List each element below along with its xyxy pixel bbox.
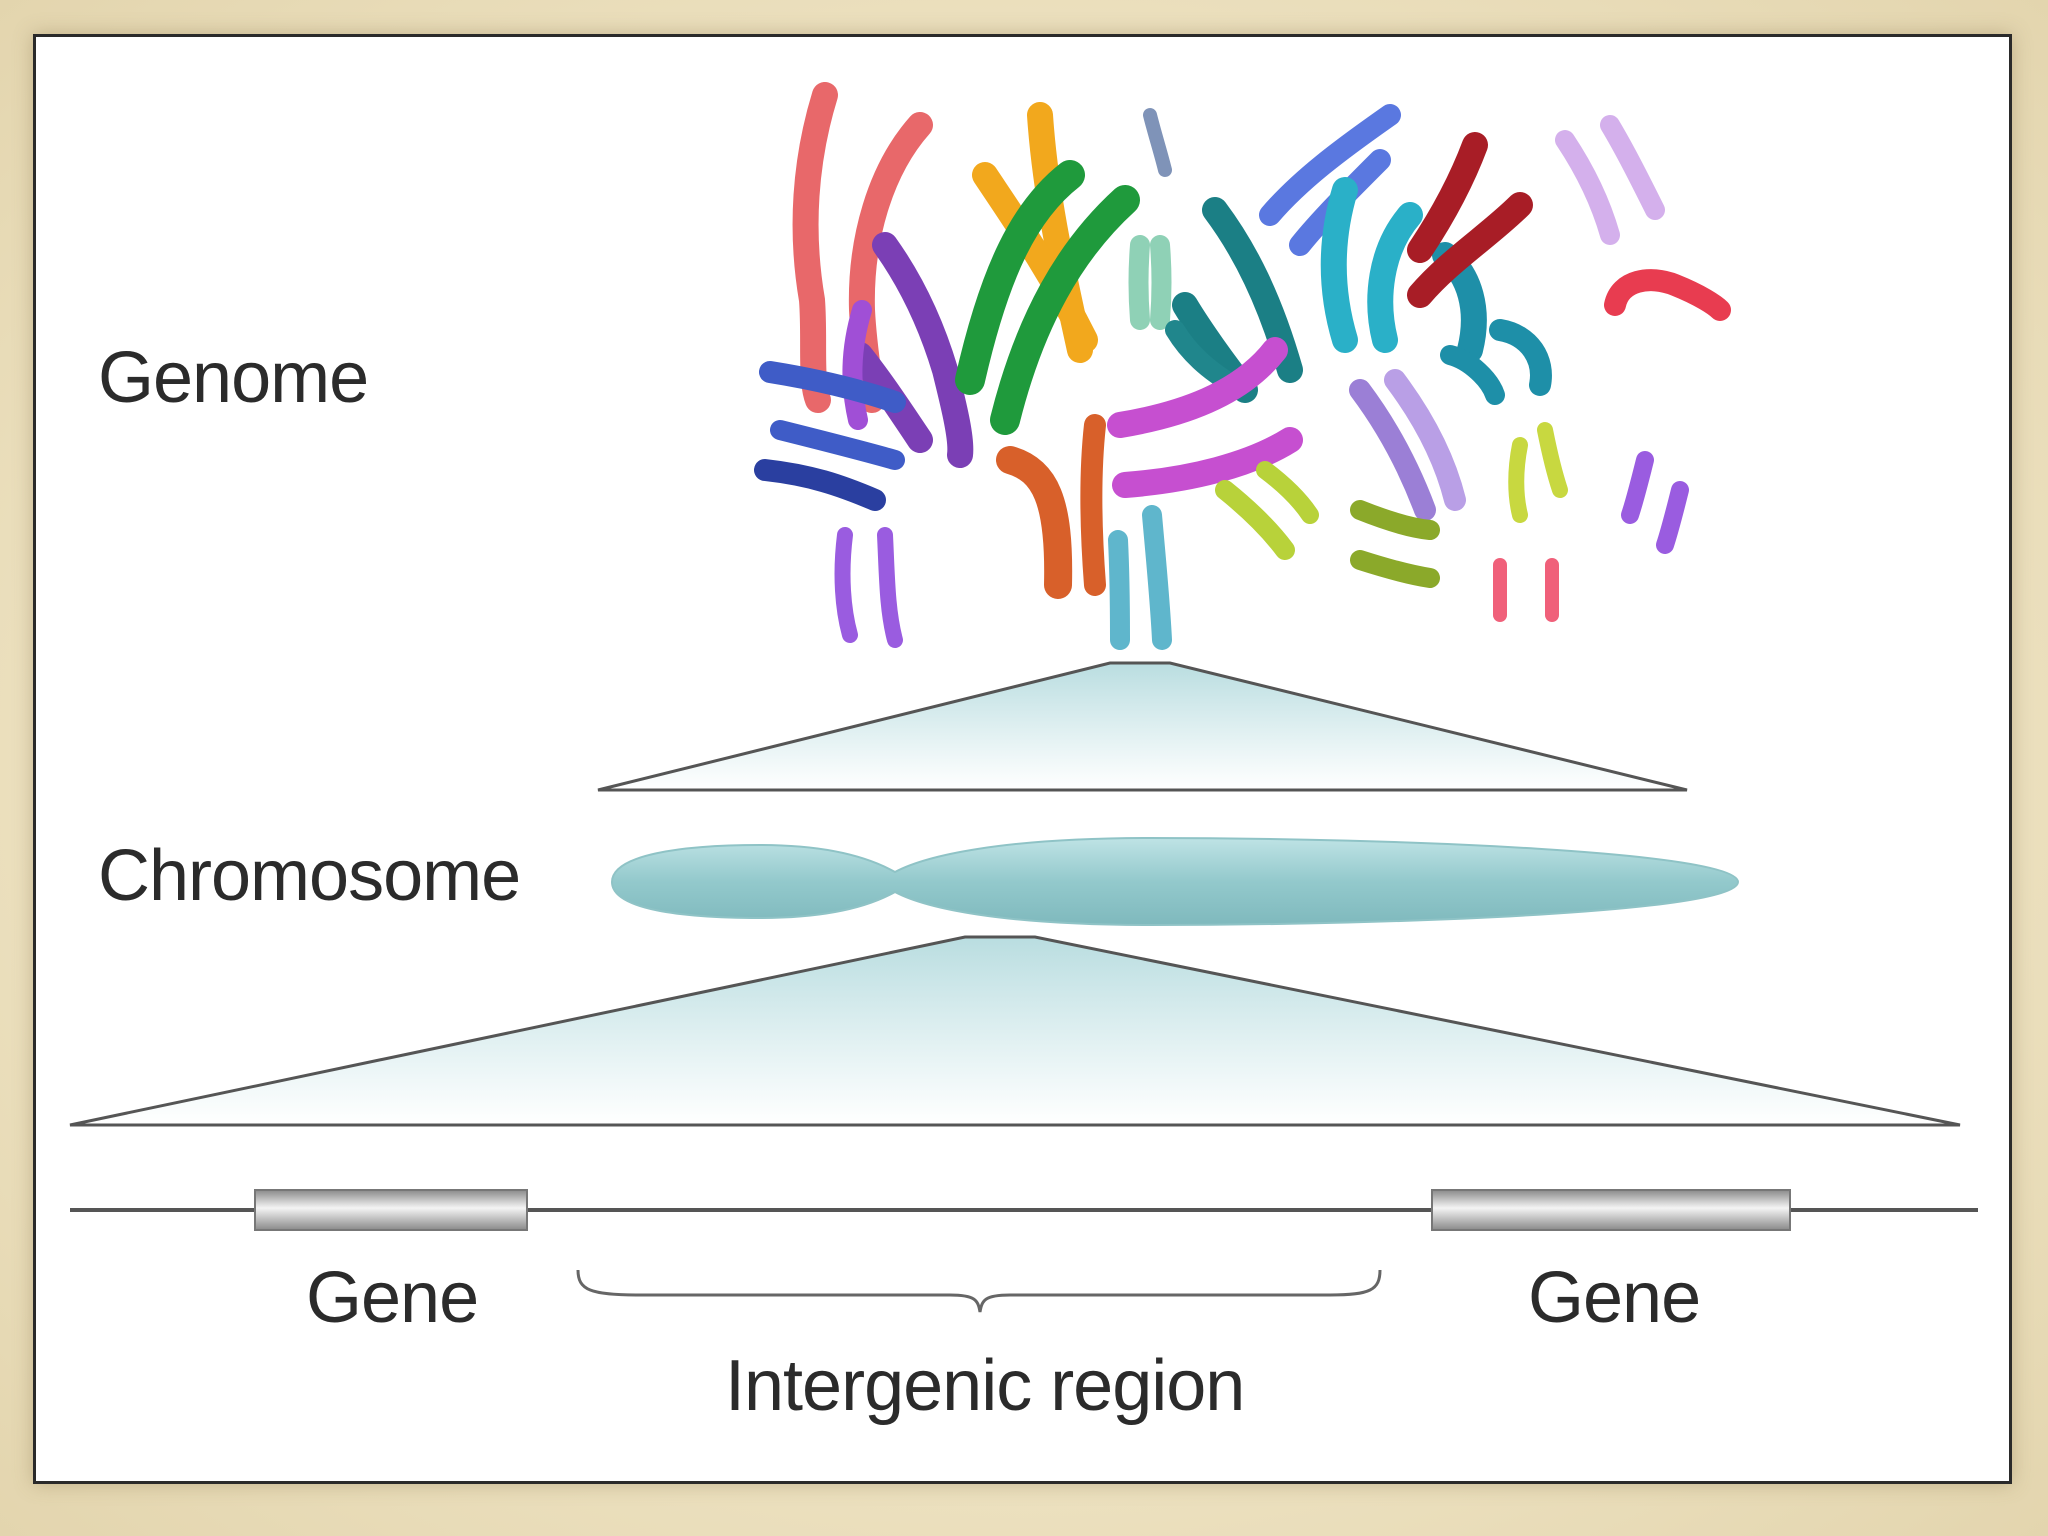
chromosome-grey-1 <box>1143 108 1172 177</box>
gene-label-left: Gene <box>306 1258 479 1338</box>
gene-label-right: Gene <box>1528 1258 1701 1338</box>
chromosome-cyan-2 <box>1367 202 1423 353</box>
chromosome-lavender-1 <box>1555 130 1620 245</box>
genome-label: Genome <box>98 338 369 418</box>
chromosome-lime-1 <box>1215 480 1295 560</box>
chromosome-shape <box>610 836 1740 927</box>
chromosome-lightblue-1 <box>1108 530 1130 650</box>
chromosome-blue-2 <box>754 459 886 511</box>
chromosome-orange-2 <box>1080 414 1106 596</box>
chromosome-cyan-5 <box>1440 345 1505 405</box>
upper-zoom-wedge <box>597 661 1688 792</box>
chromosome-blue-3 <box>770 420 905 470</box>
chromosome-olive-1 <box>1350 500 1440 540</box>
chromosome-periwinkle-1 <box>1349 379 1436 521</box>
chromosome-lime-2 <box>1256 461 1319 524</box>
chromosome-lime-3 <box>1508 437 1528 523</box>
chromosome-olive-2 <box>1350 550 1440 588</box>
chromosome-purple-1 <box>872 232 974 468</box>
chromosome-lavender-2 <box>1600 115 1665 220</box>
chromosome-lime-4 <box>1537 422 1568 498</box>
chromosome-violet-2 <box>877 527 903 648</box>
chromosome-violet-3 <box>1621 451 1654 524</box>
chromosome-magenta-2 <box>1112 427 1303 498</box>
chromosome-mint-1 <box>1128 235 1150 330</box>
intergenic-region-label: Intergenic region <box>725 1346 1245 1426</box>
chromosome-periwinkle-2 <box>1384 369 1466 511</box>
chromosome-purple-3 <box>842 300 872 430</box>
chromosome-darkred-1 <box>1407 132 1488 263</box>
chromosome-orange-1 <box>996 446 1073 599</box>
chromosome-darkred-2 <box>1407 192 1533 308</box>
chromosome-blue-1 <box>759 361 906 413</box>
chromosome-magenta-1 <box>1107 337 1288 438</box>
chromosome-mint-2 <box>1150 235 1172 330</box>
chromosome-blue-4 <box>1259 104 1401 226</box>
chromosome-cyan-1 <box>1320 177 1358 353</box>
chromosome-green-2 <box>990 185 1140 435</box>
chromosome-teal-3 <box>1165 320 1235 390</box>
chromosome-violet-1 <box>834 527 858 643</box>
chromosome-cyan-4 <box>1489 319 1552 396</box>
chromosome-lightblue-2 <box>1142 505 1172 650</box>
chromosome-label: Chromosome <box>98 836 521 916</box>
lower-zoom-wedge <box>69 935 1961 1127</box>
gene-box-right <box>1431 1189 1791 1231</box>
chromosome-yellow-2 <box>972 162 1098 353</box>
chromosome-violet-4 <box>1656 481 1689 554</box>
gene-box-left <box>254 1189 528 1231</box>
chromosome-red-1 <box>792 82 838 413</box>
chromosome-green-1 <box>955 160 1085 395</box>
intergenic-brace <box>576 1269 1382 1313</box>
genome-chromosomes <box>754 82 1731 650</box>
chromosome-brightred-1 <box>1604 269 1731 321</box>
